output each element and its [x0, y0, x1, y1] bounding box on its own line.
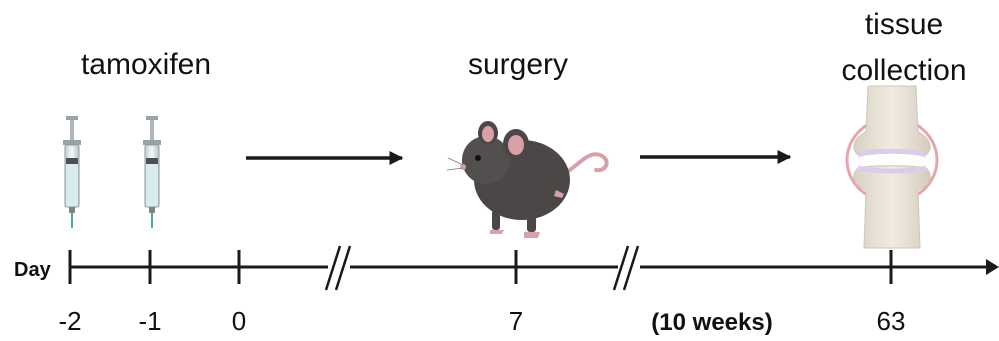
- day-label: 7: [509, 306, 523, 336]
- tamoxifen-label: tamoxifen: [81, 48, 211, 81]
- mouse-icon: [447, 121, 607, 238]
- timeline-arrowhead: [986, 259, 999, 275]
- syringe-icon: [143, 116, 161, 228]
- day-label: 0: [232, 306, 246, 336]
- interval-note: (10 weeks): [651, 309, 772, 336]
- collection-label: collection: [841, 54, 966, 87]
- day-label: -1: [138, 306, 161, 336]
- tissue-label: tissue: [865, 8, 943, 41]
- syringe-icon: [63, 116, 81, 228]
- axis-break-1: [326, 246, 350, 290]
- axis-label-day: Day: [14, 259, 52, 281]
- day-label: 63: [877, 306, 906, 336]
- day-label: -2: [58, 306, 81, 336]
- surgery-label: surgery: [468, 48, 568, 81]
- knee-joint-icon: [847, 86, 937, 248]
